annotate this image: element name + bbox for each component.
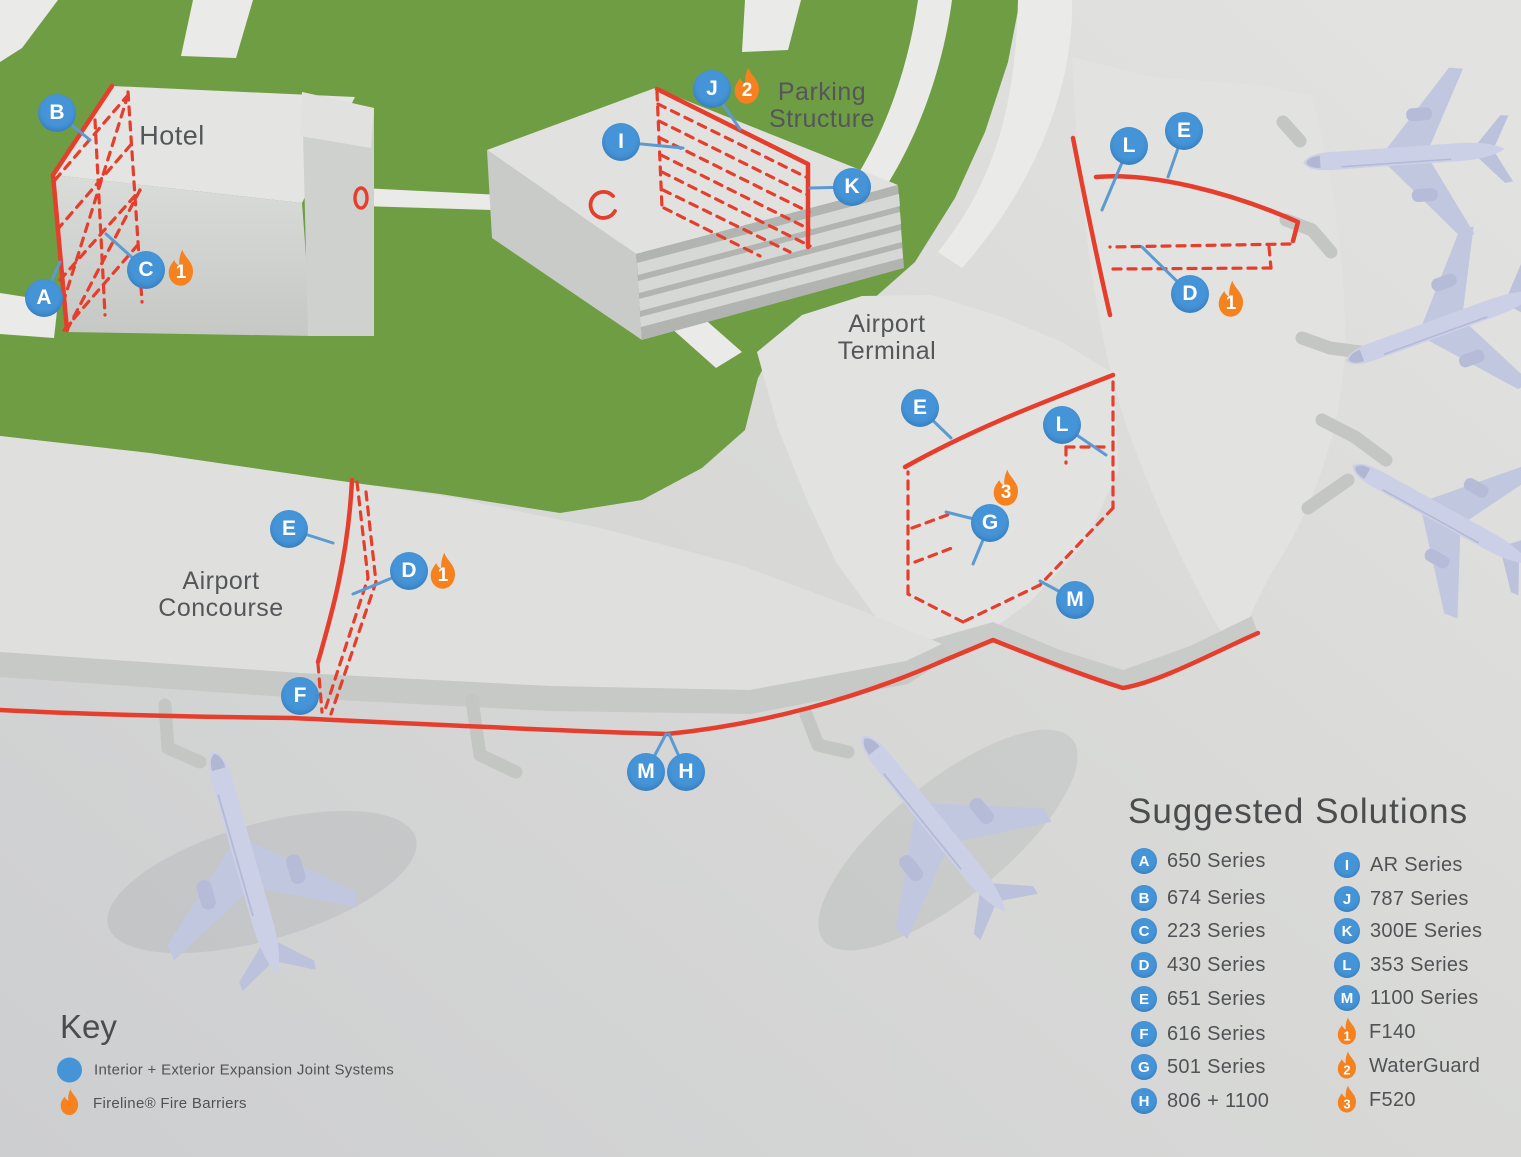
marker-A-hotel: A [25, 279, 63, 317]
airport-concourse-label: Airport Concourse [158, 567, 284, 622]
key-title: Key [60, 1008, 117, 1045]
legend-item-1100-series: M 1100 Series [1334, 985, 1479, 1011]
jet-bridges [158, 115, 1393, 779]
fire-marker-1-concourse: 1 [427, 551, 459, 593]
legend-pin-B: B [1131, 885, 1157, 911]
legend-pin-K: K [1334, 918, 1360, 944]
key-item-fire-barriers: Fireline® Fire Barriers [58, 1088, 247, 1118]
legend-item-501-series: G 501 Series [1131, 1054, 1266, 1080]
airport-terminal-label: Airport Terminal [837, 310, 937, 365]
legend-pin-J: J [1334, 886, 1360, 912]
marker-M-terminal: M [1056, 581, 1094, 619]
joint-dot-icon [57, 1057, 82, 1083]
flame-icon [58, 1088, 81, 1118]
flame-icon [430, 552, 455, 589]
marker-F-concourse: F [281, 677, 319, 715]
fire-marker-1-pier: 1 [1215, 279, 1247, 321]
marker-C-hotel: C [127, 251, 165, 289]
legend-item-806-1100: H 806 + 1100 [1131, 1088, 1269, 1114]
legend-item-616-series: F 616 Series [1131, 1021, 1266, 1047]
legend-pin-E: E [1131, 986, 1157, 1012]
fire-marker-1-hotel: 1 [165, 248, 197, 290]
marker-B-hotel: B [38, 94, 76, 132]
parking-structure-label: Parking Structure [769, 78, 875, 133]
legend-item-waterguard: 2 WaterGuard [1335, 1051, 1480, 1081]
marker-E-concourse: E [270, 510, 308, 548]
fire-marker-2-parking: 2 [731, 66, 763, 108]
marker-M-apron: M [627, 753, 665, 791]
flame-icon: 1 [1335, 1017, 1359, 1047]
concourse-building [0, 436, 952, 714]
marker-D-concourse: D [390, 552, 428, 590]
legend-item-787-series: J 787 Series [1334, 886, 1469, 912]
terminal-building [757, 295, 1118, 658]
legend-pin-I: I [1334, 852, 1360, 878]
terminal-pier [1072, 57, 1345, 650]
marker-H-apron: H [667, 753, 705, 791]
legend-pin-D: D [1131, 952, 1157, 978]
legend-item-f520: 3 F520 [1335, 1085, 1416, 1115]
legend-pin-M: M [1334, 985, 1360, 1011]
legend-item-651-series: E 651 Series [1131, 986, 1266, 1012]
joint-lines-solid [0, 83, 1301, 737]
legend-title: Suggested Solutions [1128, 792, 1469, 831]
legend-pin-C: C [1131, 918, 1157, 944]
legend-item-650-series: A 650 Series [1131, 848, 1266, 874]
legend-item-300e-series: K 300E Series [1334, 918, 1482, 944]
legend-pin-G: G [1131, 1054, 1157, 1080]
legend-pin-F: F [1131, 1021, 1157, 1047]
flame-icon [734, 67, 759, 104]
joint-lines-dashed [53, 90, 1292, 716]
terminal-base-wall [930, 616, 1258, 690]
flame-icon [1218, 280, 1243, 317]
hotel-label: Hotel [139, 120, 205, 151]
flame-icon: 2 [1335, 1051, 1359, 1081]
marker-D-pier: D [1171, 275, 1209, 313]
legend-item-430-series: D 430 Series [1131, 952, 1266, 978]
legend-item-ar-series: I AR Series [1334, 852, 1463, 878]
legend-item-674-series: B 674 Series [1131, 885, 1266, 911]
fire-marker-3-terminal: 3 [990, 468, 1022, 510]
marker-K-parking: K [833, 168, 871, 206]
marker-L-pier: L [1110, 127, 1148, 165]
legend-pin-H: H [1131, 1088, 1157, 1114]
marker-I-parking: I [602, 123, 640, 161]
legend-pin-L: L [1334, 952, 1360, 978]
flame-icon [993, 469, 1018, 506]
legend-item-f140: 1 F140 [1335, 1017, 1416, 1047]
legend-item-353-series: L 353 Series [1334, 952, 1469, 978]
flame-icon: 3 [1335, 1085, 1359, 1115]
flame-icon [168, 249, 193, 286]
marker-J-parking: J [693, 70, 731, 108]
legend-pin-A: A [1131, 848, 1157, 874]
marker-L-terminal: L [1043, 406, 1081, 444]
legend-item-223-series: C 223 Series [1131, 918, 1266, 944]
marker-E-terminal: E [901, 389, 939, 427]
key-item-expansion-joints: Interior + Exterior Expansion Joint Syst… [57, 1057, 394, 1083]
marker-E-pier: E [1165, 112, 1203, 150]
marker-G-terminal: G [971, 504, 1009, 542]
